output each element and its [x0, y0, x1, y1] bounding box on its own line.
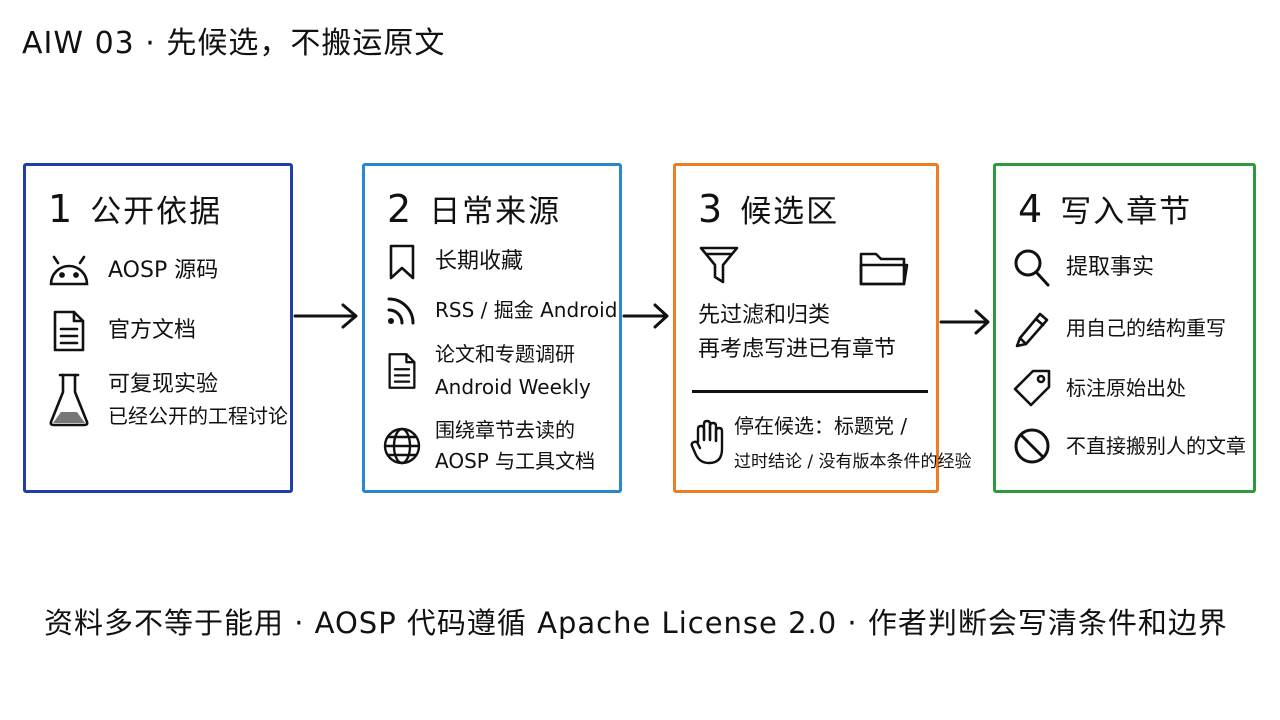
box-1-item-label: 官方文档 [108, 318, 197, 344]
box-4-item-label: 提取事实 [1066, 255, 1155, 281]
bookmark-icon [383, 242, 421, 282]
box-2-item-label: RSS / 掘金 Android [435, 297, 618, 322]
box-3-line-2: 再考虑写进已有章节 [698, 336, 897, 362]
box-4-item-no-copy: 不直接搬别人的文章 [1012, 426, 1246, 466]
arrow-1-to-2 [293, 303, 358, 329]
box-1-item-experiments: 可复现实验 已经公开的工程讨论 [46, 370, 288, 430]
box-3-stop-line-2: 过时结论 / 没有版本条件的经验 [734, 452, 972, 472]
box-write-chapter: 4 写入章节 提取事实 用自己的结构重写 标注原始出处 [993, 163, 1256, 493]
box-2-item-papers: 论文和专题调研 Android Weekly [383, 342, 591, 400]
tag-icon [1012, 368, 1052, 408]
box-1-item-label: AOSP 源码 [108, 258, 219, 284]
pencil-icon [1012, 308, 1052, 348]
box-3-header: 3 候选区 [698, 186, 839, 231]
rss-icon [383, 290, 421, 330]
box-2-header: 2 日常来源 [387, 186, 561, 231]
box-3-number: 3 [698, 187, 723, 231]
box-2-item-text: 围绕章节去读的 AOSP 与工具文档 [435, 418, 595, 474]
prohibited-icon [1012, 426, 1052, 466]
flask-icon [46, 370, 92, 430]
box-1-item-docs: 官方文档 [46, 308, 196, 354]
box-3-stop-line-1: 停在候选：标题党 / [734, 414, 908, 438]
box-3-divider [692, 390, 928, 393]
filter-icon [698, 244, 740, 286]
box-4-header: 4 写入章节 [1018, 186, 1192, 231]
box-2-number: 2 [387, 187, 412, 231]
search-icon [1012, 248, 1052, 288]
arrow-3-to-4 [939, 309, 990, 335]
box-2-item-label: 论文和专题调研 [435, 342, 575, 366]
box-3-stop-text: 停在候选：标题党 / 过时结论 / 没有版本条件的经验 [734, 414, 972, 472]
box-3-line-1: 先过滤和归类 [698, 303, 831, 328]
box-1-number: 1 [48, 187, 73, 231]
box-2-item-sublabel: AOSP 与工具文档 [435, 449, 596, 473]
document-icon [383, 351, 421, 391]
arrow-2-to-3 [622, 303, 669, 329]
box-2-item-label: 长期收藏 [435, 249, 524, 275]
box-2-item-aosp-docs: 围绕章节去读的 AOSP 与工具文档 [381, 418, 595, 474]
android-icon [46, 248, 92, 294]
box-2-item-label: 围绕章节去读的 [435, 418, 575, 442]
box-1-item-label: 可复现实验 [108, 371, 219, 397]
box-4-item-extract: 提取事实 [1012, 248, 1154, 288]
box-1-item-aosp: AOSP 源码 [46, 248, 218, 294]
hand-stop-icon [690, 418, 726, 466]
box-4-number: 4 [1018, 187, 1043, 231]
box-2-title: 日常来源 [429, 194, 562, 230]
box-4-title: 写入章节 [1060, 194, 1193, 230]
box-4-item-label: 标注原始出处 [1066, 375, 1186, 400]
box-3-title: 候选区 [740, 194, 840, 230]
box-1-title: 公开依据 [90, 194, 223, 230]
box-2-item-bookmarks: 长期收藏 [383, 242, 523, 282]
box-4-item-cite: 标注原始出处 [1012, 368, 1186, 408]
folder-icon [858, 248, 910, 288]
box-2-item-sublabel: Android Weekly [435, 375, 591, 399]
box-1-header: 1 公开依据 [48, 186, 222, 231]
box-public-sources: 1 公开依据 AOSP 源码 官方文档 [23, 163, 293, 493]
box-1-item-sublabel: 已经公开的工程讨论 [108, 404, 288, 429]
box-4-item-rewrite: 用自己的结构重写 [1012, 308, 1226, 348]
footer-note: 资料多不等于能用 · AOSP 代码遵循 Apache License 2.0 … [44, 606, 1228, 640]
box-1-item-text: 可复现实验 已经公开的工程讨论 [108, 371, 288, 430]
page-title: AIW 03 · 先候选，不搬运原文 [22, 26, 446, 61]
box-candidates: 3 候选区 先过滤和归类 再考虑写进已有章节 停在候选：标题党 / 过时结论 /… [673, 163, 972, 493]
globe-icon [381, 426, 423, 466]
box-2-item-rss: RSS / 掘金 Android [383, 290, 617, 330]
box-2-item-text: 论文和专题调研 Android Weekly [435, 342, 591, 400]
document-icon [46, 308, 92, 354]
box-3-description: 先过滤和归类 再考虑写进已有章节 [698, 302, 896, 363]
box-daily-sources: 2 日常来源 长期收藏 RSS / 掘金 Android [362, 163, 622, 493]
box-4-item-label: 用自己的结构重写 [1066, 315, 1226, 340]
box-4-item-label: 不直接搬别人的文章 [1066, 433, 1246, 458]
